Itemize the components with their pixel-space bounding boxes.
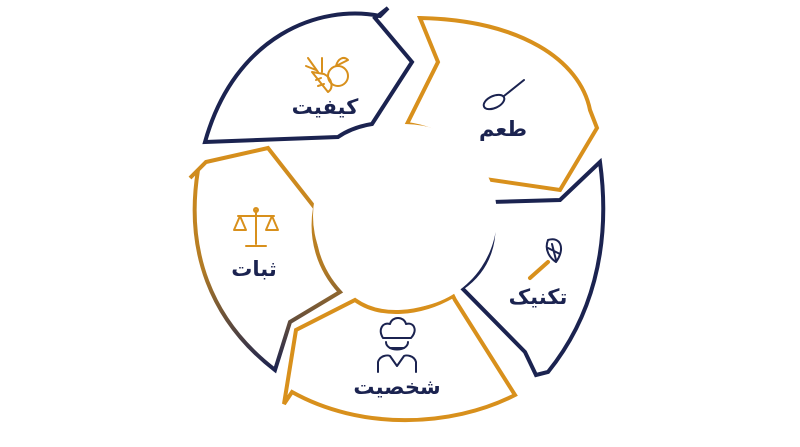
segment-label-consistency: ثبات [231,257,276,281]
center-circle [313,124,497,308]
segment-label-personality: شخصیت [353,375,440,399]
vegetables-icon [305,57,349,93]
segment-arrow-consistency [188,145,344,374]
segment-label-quality: کیفیت [292,95,359,119]
segment-arrow-quality [202,6,415,145]
scale-icon [233,207,279,247]
arrow-outline-consistency [188,145,344,374]
chef-icon [377,317,417,373]
segment-label-technique: تکنیک [509,285,568,309]
segment-label-taste: طعم [479,117,527,141]
segment-arrow-personality [282,293,518,423]
arrow-outline-quality [202,6,415,145]
whisk-icon [528,238,563,280]
arrow-outline-personality [282,293,518,423]
spoon-icon [482,79,525,111]
